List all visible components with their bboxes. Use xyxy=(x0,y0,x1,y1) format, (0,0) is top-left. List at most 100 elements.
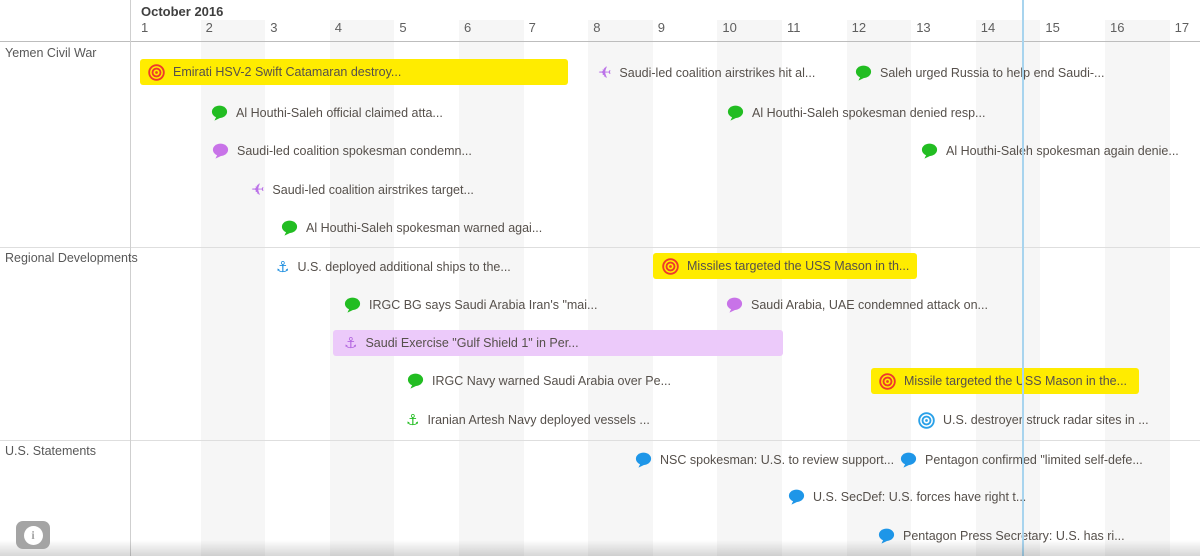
speech-bubble-icon xyxy=(281,220,298,236)
speech-bubble-icon xyxy=(344,297,361,313)
day-tick-label: 12 xyxy=(851,20,867,35)
speech-bubble-icon xyxy=(211,105,228,121)
event-label: IRGC Navy warned Saudi Arabia over Pe... xyxy=(432,374,672,388)
day-column-band xyxy=(200,20,266,556)
event-label: Pentagon Press Secretary: U.S. has ri... xyxy=(903,529,1125,543)
day-column-band xyxy=(717,20,782,556)
anchor-icon: ⚓ xyxy=(276,257,290,276)
timeline-event[interactable]: Saudi-led coalition spokesman condemn... xyxy=(212,138,472,164)
bullseye-icon xyxy=(879,372,896,390)
day-tick-label: 6 xyxy=(464,20,472,35)
speech-bubble-icon xyxy=(921,143,938,159)
row-label-regional-developments: Regional Developments xyxy=(5,251,138,265)
day-tick-label: 16 xyxy=(1110,20,1125,35)
header-divider xyxy=(0,41,1200,42)
event-label: Saleh urged Russia to help end Saudi-... xyxy=(880,66,1105,80)
event-label: Al Houthi-Saleh spokesman warned agai... xyxy=(306,221,543,235)
bullseye-icon xyxy=(662,257,679,275)
day-column-band xyxy=(588,20,653,556)
anchor-icon: ⚓ xyxy=(406,410,420,429)
speech-bubble-icon xyxy=(407,373,424,389)
event-label: Saudi-led coalition airstrikes hit al... xyxy=(619,66,816,80)
day-tick-label: 15 xyxy=(1045,20,1060,35)
event-label: Saudi Arabia, UAE condemned attack on... xyxy=(751,298,988,312)
anchor-icon: ⚓ xyxy=(344,333,358,352)
event-label: Missile targeted the USS Mason in the... xyxy=(904,374,1128,388)
timeline-event[interactable]: NSC spokesman: U.S. to review support... xyxy=(635,447,894,473)
day-tick-label: 11 xyxy=(787,20,801,35)
day-column-band xyxy=(846,20,912,556)
timeline-event[interactable]: ⚓ Iranian Artesh Navy deployed vessels ..… xyxy=(406,407,650,433)
row-divider xyxy=(0,247,1200,248)
timeline-event[interactable]: Missiles targeted the USS Mason in th... xyxy=(653,253,917,279)
plane-icon: ✈ xyxy=(251,180,265,199)
info-icon: i xyxy=(23,525,43,545)
row-label-us-statements: U.S. Statements xyxy=(5,444,97,458)
event-label: Saudi Exercise "Gulf Shield 1" in Per... xyxy=(365,336,579,350)
event-label: NSC spokesman: U.S. to review support... xyxy=(660,453,895,467)
timeline-event[interactable]: IRGC BG says Saudi Arabia Iran's "mai... xyxy=(344,292,597,318)
day-tick-label: 14 xyxy=(980,20,996,35)
timeline-event[interactable]: U.S. SecDef: U.S. forces have right t... xyxy=(788,484,1026,510)
speech-bubble-icon xyxy=(900,452,917,468)
timeline-event[interactable]: Pentagon Press Secretary: U.S. has ri... xyxy=(878,523,1125,549)
month-label: October 2016 xyxy=(141,4,224,19)
timeline-event[interactable]: Al Houthi-Saleh spokesman again denie... xyxy=(921,138,1179,164)
row-divider xyxy=(0,440,1200,441)
event-label: U.S. deployed additional ships to the... xyxy=(297,260,511,274)
row-label-yemen-civil-war: Yemen Civil War xyxy=(5,46,97,60)
event-label: Saudi-led coalition airstrikes target... xyxy=(272,183,474,197)
timeline-event[interactable]: Pentagon confirmed "limited self-defe... xyxy=(900,447,1143,473)
event-label: Al Houthi-Saleh spokesman again denie... xyxy=(946,144,1179,158)
timeline-event[interactable]: U.S. destroyer struck radar sites in ... xyxy=(918,407,1149,433)
day-tick-label: 8 xyxy=(593,20,601,35)
speech-bubble-icon xyxy=(727,105,744,121)
event-label: U.S. destroyer struck radar sites in ... xyxy=(943,413,1149,427)
event-label: Al Houthi-Saleh official claimed atta... xyxy=(236,106,443,120)
event-label: Emirati HSV-2 Swift Catamaran destroy... xyxy=(173,65,402,79)
event-label: Iranian Artesh Navy deployed vessels ... xyxy=(427,413,650,427)
timeline-event[interactable]: ✈ Saudi-led coalition airstrikes target..… xyxy=(251,177,474,203)
day-tick-label: 1 xyxy=(141,20,149,35)
bullseye-icon xyxy=(148,63,165,81)
speech-bubble-icon xyxy=(788,489,805,505)
day-tick-label: 9 xyxy=(657,20,666,35)
speech-bubble-icon xyxy=(855,65,872,81)
day-tick-label: 7 xyxy=(528,20,536,35)
plane-icon: ✈ xyxy=(598,63,612,82)
event-label: Saudi-led coalition spokesman condemn... xyxy=(237,144,472,158)
day-tick-label: 4 xyxy=(334,20,343,35)
day-tick-label: 13 xyxy=(916,20,931,35)
timeline-event[interactable]: IRGC Navy warned Saudi Arabia over Pe... xyxy=(407,368,671,394)
day-column-band xyxy=(1105,20,1170,556)
sidebar-divider xyxy=(130,0,131,556)
timeline-event[interactable]: Emirati HSV-2 Swift Catamaran destroy... xyxy=(140,59,568,85)
event-label: Missiles targeted the USS Mason in th... xyxy=(687,259,910,273)
timeline-event[interactable]: Al Houthi-Saleh spokesman warned agai... xyxy=(281,215,542,241)
timeline-event[interactable]: ✈ Saudi-led coalition airstrikes hit al..… xyxy=(598,60,815,86)
timeline-event[interactable]: Al Houthi-Saleh spokesman denied resp... xyxy=(727,100,985,126)
speech-bubble-icon xyxy=(212,143,229,159)
day-column-band xyxy=(459,20,524,556)
timeline-event[interactable]: Al Houthi-Saleh official claimed atta... xyxy=(211,100,443,126)
bullseye-icon xyxy=(918,411,935,429)
day-tick-label: 5 xyxy=(399,20,407,35)
day-tick-label: 17 xyxy=(1174,20,1190,35)
day-column-band xyxy=(329,20,395,556)
event-label: IRGC BG says Saudi Arabia Iran's "mai... xyxy=(369,298,598,312)
info-button[interactable]: i xyxy=(16,521,50,549)
timeline-event[interactable]: Saleh urged Russia to help end Saudi-... xyxy=(855,60,1104,86)
timeline-event[interactable]: ⚓ Saudi Exercise "Gulf Shield 1" in Per..… xyxy=(333,330,783,356)
day-tick-label: 10 xyxy=(722,20,737,35)
day-tick-label: 3 xyxy=(270,20,278,35)
current-time-marker xyxy=(1022,0,1024,556)
speech-bubble-icon xyxy=(878,528,895,544)
timeline-event[interactable]: Saudi Arabia, UAE condemned attack on... xyxy=(726,292,988,318)
event-label: Pentagon confirmed "limited self-defe... xyxy=(925,453,1143,467)
timeline-event[interactable]: ⚓ U.S. deployed additional ships to the..… xyxy=(276,254,511,280)
event-label: U.S. SecDef: U.S. forces have right t... xyxy=(813,490,1027,504)
day-column-band xyxy=(975,20,1041,556)
timeline-event[interactable]: Missile targeted the USS Mason in the... xyxy=(871,368,1139,394)
speech-bubble-icon xyxy=(726,297,743,313)
